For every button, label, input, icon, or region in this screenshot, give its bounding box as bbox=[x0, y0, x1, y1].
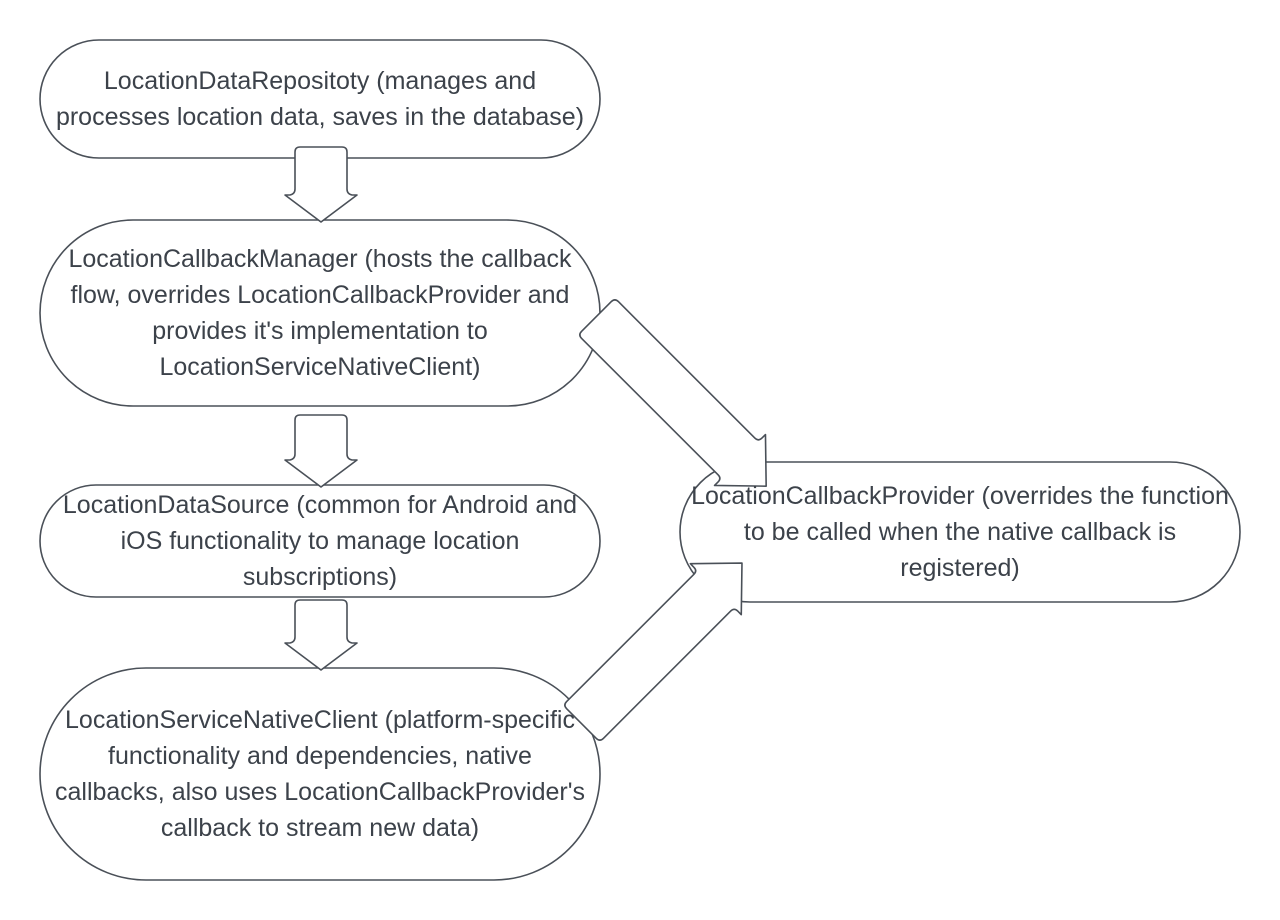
node-location-data-repositoty[interactable] bbox=[39, 39, 601, 159]
node-location-callback-manager[interactable] bbox=[39, 219, 601, 407]
edge-arrow-manager-to-provider bbox=[579, 299, 767, 487]
node-location-callback-provider[interactable] bbox=[679, 461, 1241, 603]
edge-arrow-manager-to-provider-group bbox=[579, 299, 767, 487]
edge-arrow-nativeclient-to-provider-group bbox=[564, 562, 743, 741]
edge-arrow-manager-to-datasource bbox=[284, 414, 358, 488]
edge-arrow-repositoty-to-manager bbox=[284, 146, 358, 223]
node-location-service-native-client[interactable] bbox=[39, 667, 601, 881]
edge-arrow-datasource-to-nativeclient bbox=[284, 599, 358, 671]
node-location-data-source[interactable] bbox=[39, 484, 601, 598]
edge-arrow-nativeclient-to-provider bbox=[564, 562, 743, 741]
